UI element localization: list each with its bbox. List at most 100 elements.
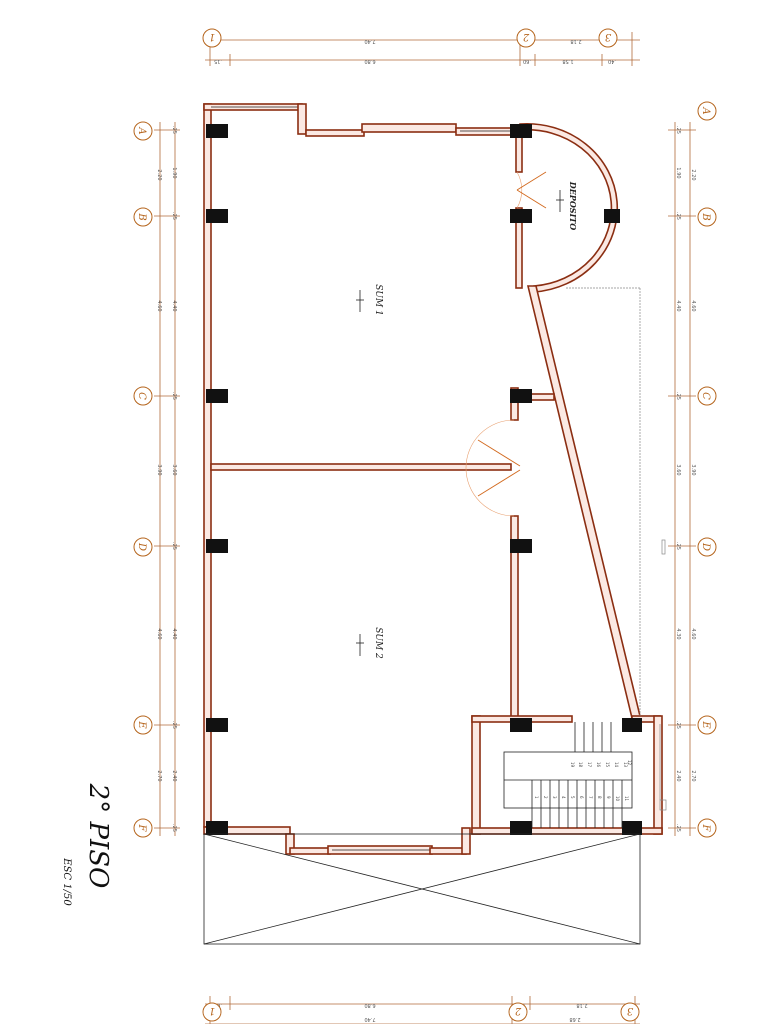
axis-top-3: 3 (605, 31, 611, 42)
column (510, 209, 532, 223)
column (510, 821, 532, 835)
columns (206, 124, 642, 835)
wall-deposito-inner-bottom (515, 207, 523, 289)
axis-bottom-1: 1 (209, 1005, 215, 1016)
stair-step-3: 3 (552, 796, 557, 799)
open-area (203, 833, 641, 945)
dim-left-inner-11: .25 (171, 824, 177, 832)
wall-bottom-notch2 (461, 827, 471, 855)
dim-right-inner-10: 2.40 (675, 770, 681, 781)
axis-right-b: B (700, 212, 711, 220)
room-label-sum-2: SUM 2 (373, 627, 383, 659)
axis-right-c: C (700, 392, 711, 400)
title-scale: ESC 1/50 (61, 857, 72, 906)
stair-step-9: 9 (606, 796, 611, 799)
dim-left-inner-10: 2.40 (171, 770, 177, 781)
stair-step-7: 7 (588, 796, 593, 799)
column (206, 539, 228, 553)
room-labels: SUM 1 SUM 2 DEPOSITO (356, 181, 578, 659)
stair-step-10: 10 (615, 796, 620, 802)
stair-step-6: 6 (579, 796, 584, 799)
column (510, 124, 532, 138)
axis-right-a: A (700, 106, 711, 114)
dim-top-outer-1: 7.40 (364, 38, 375, 44)
dim-left-inner-8: 4.40 (171, 628, 177, 639)
axis-bottom-2: 2 (515, 1005, 522, 1016)
wall-stair-left (471, 715, 481, 835)
dim-right-inner-6: 3.60 (675, 464, 681, 475)
wall-top-mid2 (361, 123, 457, 133)
door-swing-sum (465, 419, 515, 517)
left-axis-markers: A B C D E F (133, 121, 153, 838)
right-axis-markers: A B C D E F (697, 101, 717, 838)
dim-bottom-inner-2: 6.80 (364, 1002, 375, 1008)
open-area-outline (203, 833, 641, 945)
dim-right-outer-1: 2.20 (690, 169, 696, 180)
dim-top-inner-5: .40 (608, 58, 616, 64)
axis-left-a: A (136, 126, 147, 134)
wall-bottom-mid2 (429, 847, 467, 855)
dim-top-outer-2: 2.18 (570, 38, 581, 44)
stair-step-8: 8 (597, 796, 602, 799)
dim-top-inner-1: .15 (214, 58, 222, 64)
dim-left-outer-2: 4.60 (156, 300, 162, 311)
axis-left-f: F (136, 824, 147, 833)
room-label-sum-1: SUM 1 (373, 284, 383, 316)
dim-left-outer-3: 3.90 (156, 464, 162, 475)
dim-left-inner-9: .25 (171, 721, 177, 729)
dim-right-outer-3: 3.90 (690, 464, 696, 475)
dim-bottom-inner-4: 2.18 (576, 1002, 587, 1008)
stair-treads-lower (531, 808, 623, 828)
wall-diagonal (526, 285, 641, 719)
axis-right-d: D (700, 542, 711, 551)
dim-left-inner-4: 4.40 (171, 300, 177, 311)
stair-step-numbers: 1 2 3 4 5 6 7 8 9 10 11 12 19 18 17 16 1… (534, 760, 632, 802)
column (622, 821, 642, 835)
wall-bottom-mid (289, 847, 331, 855)
dim-top-inner-3: .60 (523, 58, 531, 64)
doors (465, 171, 547, 517)
stairs: 1 2 3 4 5 6 7 8 9 10 11 12 19 18 17 16 1… (503, 722, 633, 828)
axis-bottom-3: 3 (627, 1005, 633, 1016)
dim-left-inner-5: .25 (171, 392, 177, 400)
dim-left-outer-5: 2.70 (156, 770, 162, 781)
dim-left-inner-1: .25 (171, 126, 177, 134)
stair-treads-mid (531, 780, 623, 808)
column (206, 124, 228, 138)
column (206, 209, 228, 223)
dim-bottom-outer-1: 7.40 (364, 1016, 375, 1022)
door-swing-deposito (516, 171, 523, 209)
dim-right-inner-3: .25 (675, 212, 681, 220)
terrace-outline (566, 287, 667, 811)
column (206, 821, 228, 835)
dim-top-inner-2: 6.80 (364, 58, 375, 64)
stair-step-11: 11 (624, 796, 629, 802)
dim-right-outer-4: 4.60 (690, 628, 696, 639)
wall-top-notch (297, 103, 307, 135)
column (206, 389, 228, 403)
dim-top-inner-4: 1.58 (562, 58, 573, 64)
right-dimensions: .25 1.90 .25 4.40 .25 3.60 .25 4.30 .25 … (668, 122, 696, 836)
dim-right-inner-1: .25 (675, 126, 681, 134)
column (510, 718, 532, 732)
wall-partition (210, 463, 512, 471)
title-main: 2° PISO (83, 783, 113, 889)
dim-left-outer-1: 2.20 (156, 169, 162, 180)
stair-step-12: 12 (627, 760, 632, 766)
axis-left-d: D (136, 542, 147, 551)
axis-left-e: E (136, 720, 147, 729)
level-marker-sum1 (356, 290, 364, 312)
axis-top-2: 2 (523, 31, 530, 42)
dim-right-inner-4: 4.40 (675, 300, 681, 311)
stair-step-19: 19 (570, 762, 575, 768)
dim-right-inner-5: .25 (675, 392, 681, 400)
bottom-dimensions: .60 6.80 .60 2.18 7.40 2.68 (205, 996, 640, 1024)
wall-right-inner-c (510, 387, 519, 421)
axis-right-f: F (700, 824, 711, 833)
dim-bottom-outer-2: 2.68 (569, 1016, 580, 1022)
wall-top-mid (305, 129, 365, 137)
axis-right-e: E (700, 720, 711, 729)
stair-step-14: 14 (614, 762, 619, 768)
dim-left-outer-4: 4.60 (156, 628, 162, 639)
